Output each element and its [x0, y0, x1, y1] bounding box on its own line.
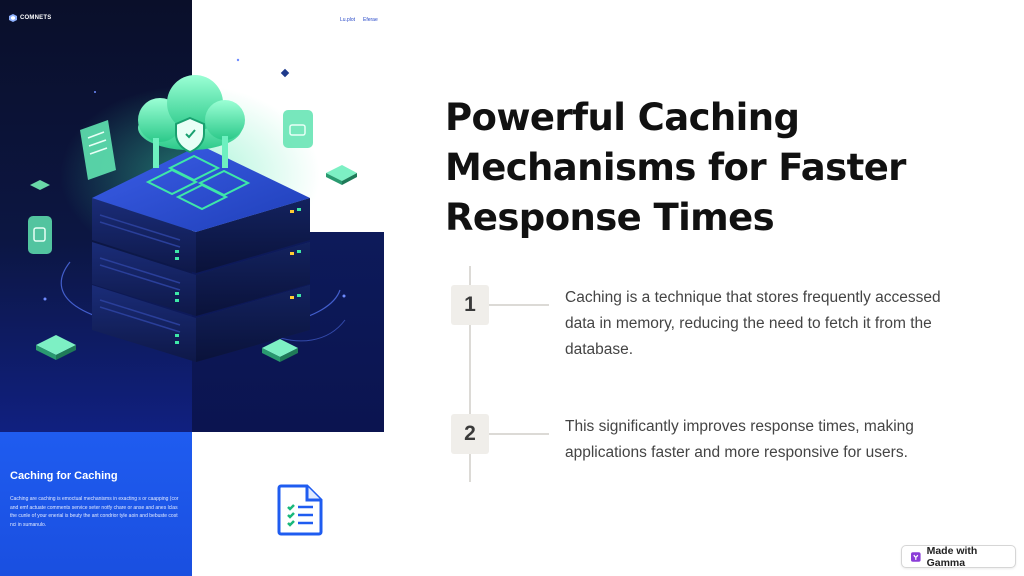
hero-illustration: COMNETS Lu.plot Eferae Caching for Cachi…	[0, 0, 384, 576]
illustration-nav-item: Lu.plot	[340, 17, 356, 23]
made-with-gamma-badge[interactable]: Made with Gamma	[901, 544, 1016, 569]
diamond-decoration	[280, 68, 290, 78]
step-connector	[489, 304, 549, 306]
badge-label: Made with Gamma	[926, 544, 978, 569]
timeline-step: 2 This significantly improves response t…	[451, 414, 971, 461]
server-scene	[28, 58, 357, 362]
document-checklist-icon	[277, 484, 323, 536]
illustration-nav-item: Eferae	[363, 17, 378, 23]
timeline-step: 1 Caching is a technique that stores fre…	[451, 285, 971, 358]
illustration-nav: Lu.plot Eferae	[340, 17, 378, 23]
illustration-blue-panel	[0, 432, 192, 576]
gamma-logo-icon	[911, 551, 921, 562]
step-connector	[489, 433, 549, 435]
timeline-line	[469, 266, 471, 482]
server-stack-icon	[92, 145, 310, 362]
step-number-badge: 1	[451, 285, 489, 325]
illustration-caption-card: Caching for Caching Caching are caching …	[10, 470, 180, 529]
illustration-caption-title: Caching for Caching	[10, 470, 118, 482]
logo-icon	[9, 14, 17, 22]
brand-logo: COMNETS	[9, 14, 51, 22]
step-text: This significantly improves response tim…	[565, 418, 914, 461]
illustration-caption-text: Caching are caching is emoctual mechanis…	[10, 496, 179, 528]
step-number-badge: 2	[451, 414, 489, 454]
slide-title: Powerful Caching Mechanisms for Faster R…	[445, 96, 906, 239]
floating-document-icon	[80, 120, 116, 180]
sparkle-decoration	[43, 58, 346, 301]
floating-file-icon	[28, 216, 52, 254]
floating-folder-icon	[283, 110, 313, 148]
logo-text: COMNETS	[20, 15, 52, 21]
step-text: Caching is a technique that stores frequ…	[565, 289, 941, 358]
cube-chip-icon	[326, 165, 357, 185]
cloud-shield-icon	[138, 75, 245, 168]
